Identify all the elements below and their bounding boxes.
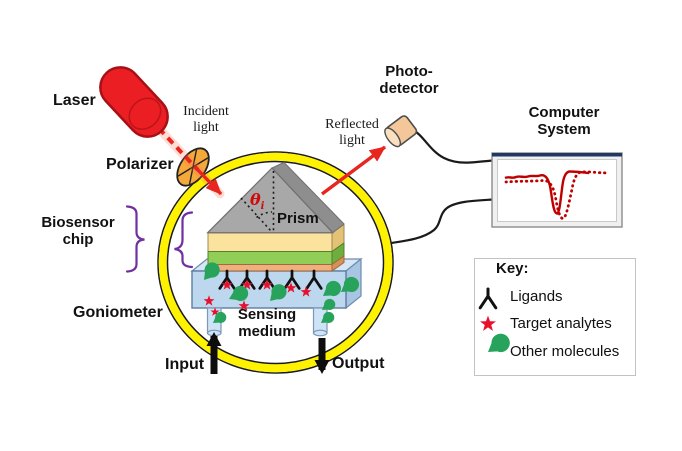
laser-label: Laser (53, 92, 96, 109)
key-icons (478, 287, 510, 353)
biosensor-brace-left-icon (174, 211, 194, 269)
goniometer-label: Goniometer (73, 304, 163, 321)
polarizer-label: Polarizer (106, 156, 174, 173)
prism-label: Prism (277, 210, 319, 227)
incident-light-label: Incident light (183, 104, 229, 135)
computer-monitor (491, 152, 623, 228)
biosensor-brace-right-icon (125, 205, 145, 273)
sensing-medium-label: Sensing medium (237, 306, 297, 340)
chip-wire (390, 198, 494, 245)
key-title: Key: (496, 260, 529, 277)
key-item-ligands: Ligands (510, 288, 563, 305)
incidence-angle-marks (240, 171, 275, 232)
laser-icon (99, 66, 169, 138)
laser-beam-dashed (148, 117, 200, 172)
prism-shape (206, 161, 345, 234)
reflected-light-label: Reflected light (325, 117, 379, 148)
output-label: Output (332, 355, 385, 372)
biosensor-chip-label: Biosensor chip (41, 214, 115, 248)
incident-light-arrow (195, 167, 223, 196)
incidence-angle-label: θi (250, 190, 265, 213)
spr-curve-dotted (504, 170, 610, 220)
target-analyte-star-icon (480, 315, 496, 331)
computer-system-label: Computer System (528, 104, 600, 138)
detector-wire (411, 128, 494, 164)
other-molecule-icon (488, 333, 510, 353)
key-box (474, 258, 636, 376)
input-label: Input (165, 356, 205, 373)
photodetector-label: Photo- detector (379, 63, 439, 97)
photodetector-icon (384, 115, 418, 148)
ligand-icon (478, 287, 498, 310)
goniometer-ring (157, 151, 394, 374)
key-item-other-molecules: Other molecules (510, 343, 620, 360)
key-item-target-analytes: Target analytes (510, 315, 612, 332)
spr-curve-solid (504, 170, 590, 215)
reflected-light-arrow (320, 145, 387, 196)
